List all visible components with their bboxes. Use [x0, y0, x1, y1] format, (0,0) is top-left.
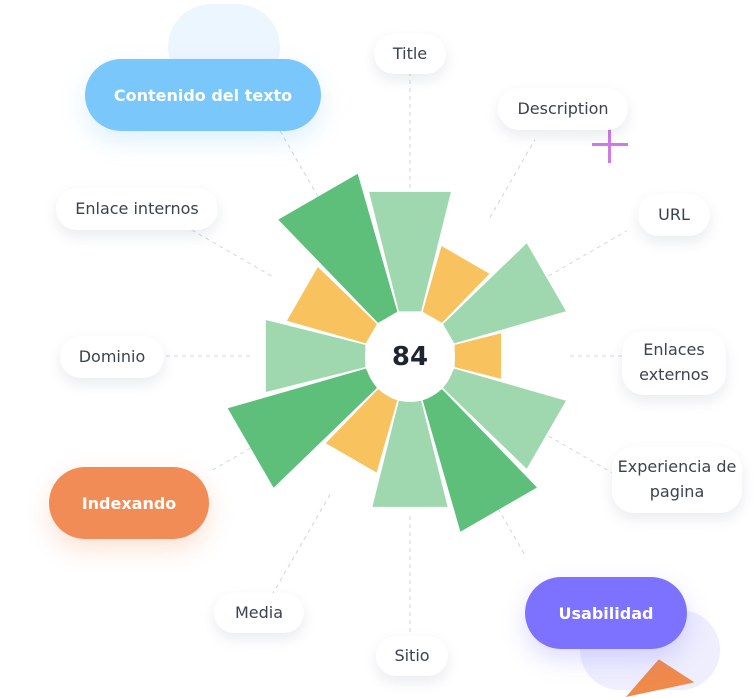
- connector-line: [548, 435, 619, 477]
- chart-wedge: [278, 173, 398, 323]
- chart-wedge: [369, 191, 451, 312]
- connector-line: [269, 494, 331, 599]
- label-page-experience: Experiencia de pagina: [612, 447, 742, 513]
- label-url: URL: [638, 194, 710, 236]
- label-internal-links: Enlace internos: [56, 188, 218, 230]
- chart-wedge: [325, 389, 398, 473]
- chart-wedge: [422, 246, 490, 323]
- label-title: Title: [374, 34, 446, 74]
- chart-wedge: [443, 243, 566, 344]
- label-description: Description: [498, 88, 628, 130]
- chart-wedge: [265, 320, 366, 392]
- connector-line: [489, 139, 536, 218]
- connector-line: [548, 230, 627, 277]
- label-site: Sitio: [376, 636, 448, 676]
- label-media: Media: [214, 593, 304, 633]
- chart-wedge: [443, 368, 566, 469]
- chart-wedge: [372, 400, 448, 507]
- chart-wedges: [227, 173, 566, 532]
- center-score: 84: [365, 312, 455, 402]
- category-content-pill[interactable]: Contenido del texto: [85, 59, 321, 131]
- chart-wedge: [422, 389, 537, 532]
- chart-wedge: [227, 368, 377, 488]
- category-usability-pill[interactable]: Usabilidad: [525, 577, 687, 649]
- connector-line: [184, 225, 272, 277]
- chart-wedge: [454, 333, 502, 379]
- plus-icon: [592, 127, 628, 163]
- label-external-links: Enlaces externos: [622, 331, 726, 395]
- chart-wedge: [286, 267, 377, 344]
- label-domain: Dominio: [60, 336, 164, 378]
- category-indexing-pill[interactable]: Indexando: [49, 467, 209, 539]
